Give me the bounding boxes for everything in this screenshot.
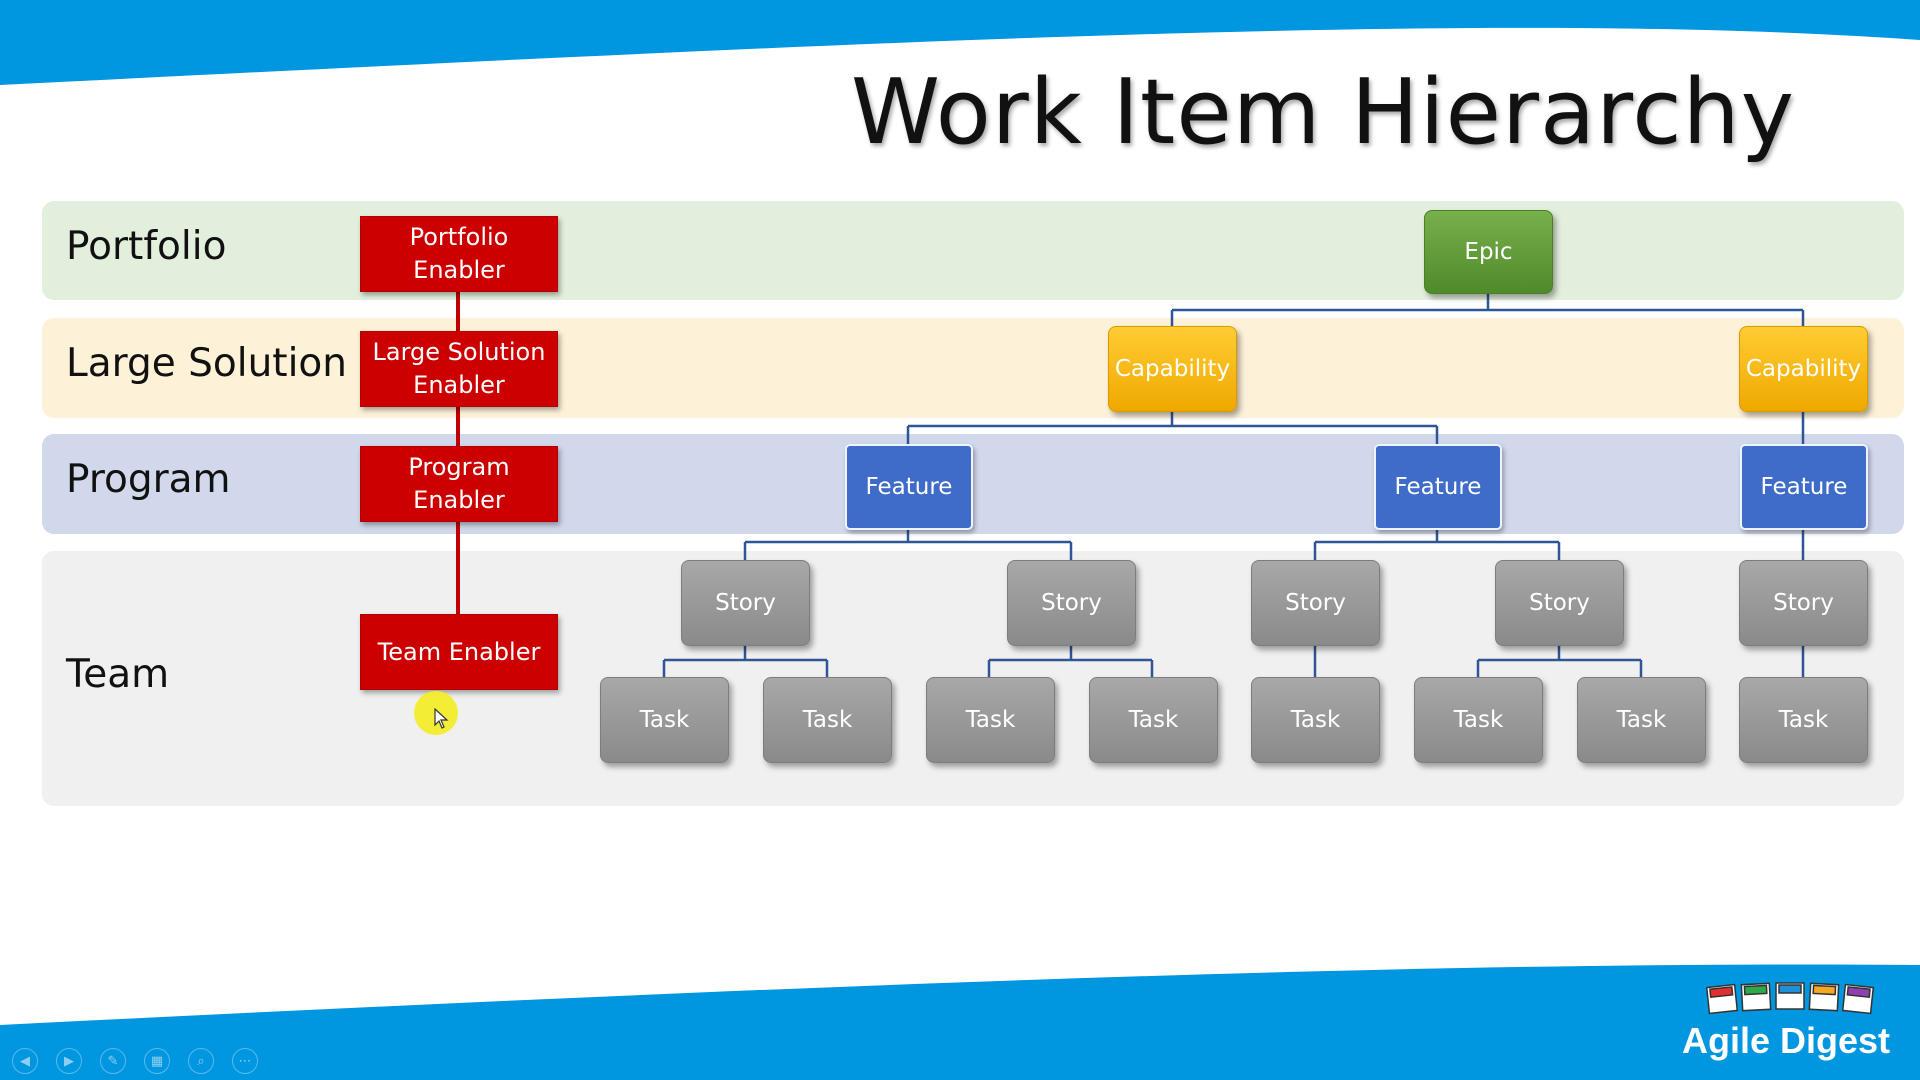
story-node[interactable]: Story (681, 560, 810, 646)
capability-node[interactable]: Capability (1108, 326, 1237, 412)
slideshow-toolbar: ◀ ▶ ✎ ▦ ⌕ ⋯ (12, 1048, 258, 1074)
story-node[interactable]: Story (1007, 560, 1136, 646)
large-solution-band (42, 318, 1904, 418)
task-node[interactable]: Task (1739, 677, 1868, 763)
program-band (42, 434, 1904, 534)
logo-text: Agile Digest (1682, 1020, 1891, 1061)
story-node[interactable]: Story (1495, 560, 1624, 646)
portfolio-band (42, 201, 1904, 300)
prev-icon[interactable]: ◀ (12, 1048, 38, 1074)
task-node[interactable]: Task (1577, 677, 1706, 763)
feature-node[interactable]: Feature (1740, 444, 1868, 530)
large-solution-label: Large Solution (66, 341, 347, 386)
task-node[interactable]: Task (1251, 677, 1380, 763)
portfolio-label: Portfolio (66, 224, 227, 269)
mouse-pointer-icon (434, 708, 449, 729)
task-node[interactable]: Task (926, 677, 1055, 763)
story-node[interactable]: Story (1739, 560, 1868, 646)
team-enabler[interactable]: Team Enabler (360, 614, 558, 690)
portfolio-enabler[interactable]: Portfolio Enabler (360, 216, 558, 292)
next-icon[interactable]: ▶ (56, 1048, 82, 1074)
feature-node[interactable]: Feature (845, 444, 973, 530)
program-enabler[interactable]: Program Enabler (360, 446, 558, 522)
slides-icon[interactable]: ▦ (144, 1048, 170, 1074)
team-label: Team (66, 652, 170, 697)
more-icon[interactable]: ⋯ (232, 1048, 258, 1074)
agile-digest-logo-icon (1706, 982, 1875, 1015)
zoom-icon[interactable]: ⌕ (188, 1048, 214, 1074)
task-node[interactable]: Task (600, 677, 729, 763)
task-node[interactable]: Task (763, 677, 892, 763)
task-node[interactable]: Task (1414, 677, 1543, 763)
large-solution-enabler[interactable]: Large Solution Enabler (360, 331, 558, 407)
epic-node[interactable]: Epic (1424, 210, 1553, 294)
story-node[interactable]: Story (1251, 560, 1380, 646)
capability-node[interactable]: Capability (1739, 326, 1868, 412)
pen-icon[interactable]: ✎ (100, 1048, 126, 1074)
program-label: Program (66, 457, 231, 502)
slide-title: Work Item Hierarchy (850, 60, 1795, 165)
task-node[interactable]: Task (1089, 677, 1218, 763)
feature-node[interactable]: Feature (1374, 444, 1502, 530)
